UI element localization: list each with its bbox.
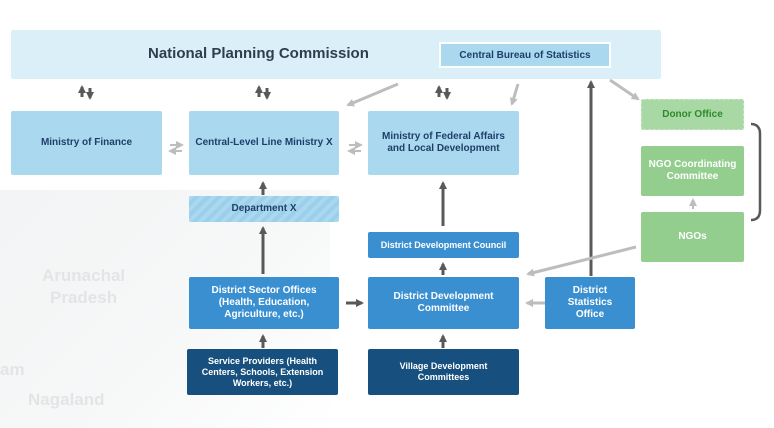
npc-finance-double-arrow	[78, 85, 94, 100]
central-bureau-of-statistics-box: Central Bureau of Statistics	[439, 42, 611, 68]
ministry-of-finance-box: Ministry of Finance	[11, 111, 162, 175]
line-ministry-mofald-double-arrow	[347, 141, 363, 155]
npc-to-line-ministry-arrow	[346, 82, 399, 107]
npc-mofald-double-arrow	[435, 85, 451, 100]
right-bracket	[750, 122, 762, 222]
map-label-arunachal: Arunachal	[42, 266, 126, 285]
map-label-nagaland: Nagaland	[28, 390, 105, 409]
map-label-assam: am	[0, 360, 25, 379]
cbs-to-mofald-arrow	[509, 83, 520, 106]
district-development-council-box: District Development Council	[368, 232, 519, 258]
ngos-box: NGOs	[641, 212, 744, 262]
national-planning-commission-title: National Planning Commission	[148, 45, 369, 62]
central-level-line-ministry-box: Central-Level Line Ministry X	[189, 111, 339, 175]
village-development-committees-box: Village Development Committees	[368, 349, 519, 395]
npc-line-ministry-double-arrow	[255, 85, 271, 100]
district-sector-offices-box: District Sector Offices (Health, Educati…	[189, 277, 339, 329]
donor-office-box: Donor Office	[641, 99, 744, 130]
district-development-committee-box: District Development Committee	[368, 277, 519, 329]
finance-line-ministry-double-arrow	[168, 141, 184, 155]
district-statistics-office-box: District Statistics Office	[545, 277, 635, 329]
service-providers-box: Service Providers (Health Centers, Schoo…	[187, 349, 338, 395]
ngo-coordinating-committee-box: NGO Coordinating Committee	[641, 146, 744, 196]
map-label-pradesh: Pradesh	[50, 288, 118, 307]
department-x-box: Department X	[189, 196, 339, 222]
mofald-box: Ministry of Federal Affairs and Local De…	[368, 111, 519, 175]
ngos-to-committee-arrow	[526, 245, 637, 277]
npc-to-donor-arrow	[609, 78, 640, 101]
